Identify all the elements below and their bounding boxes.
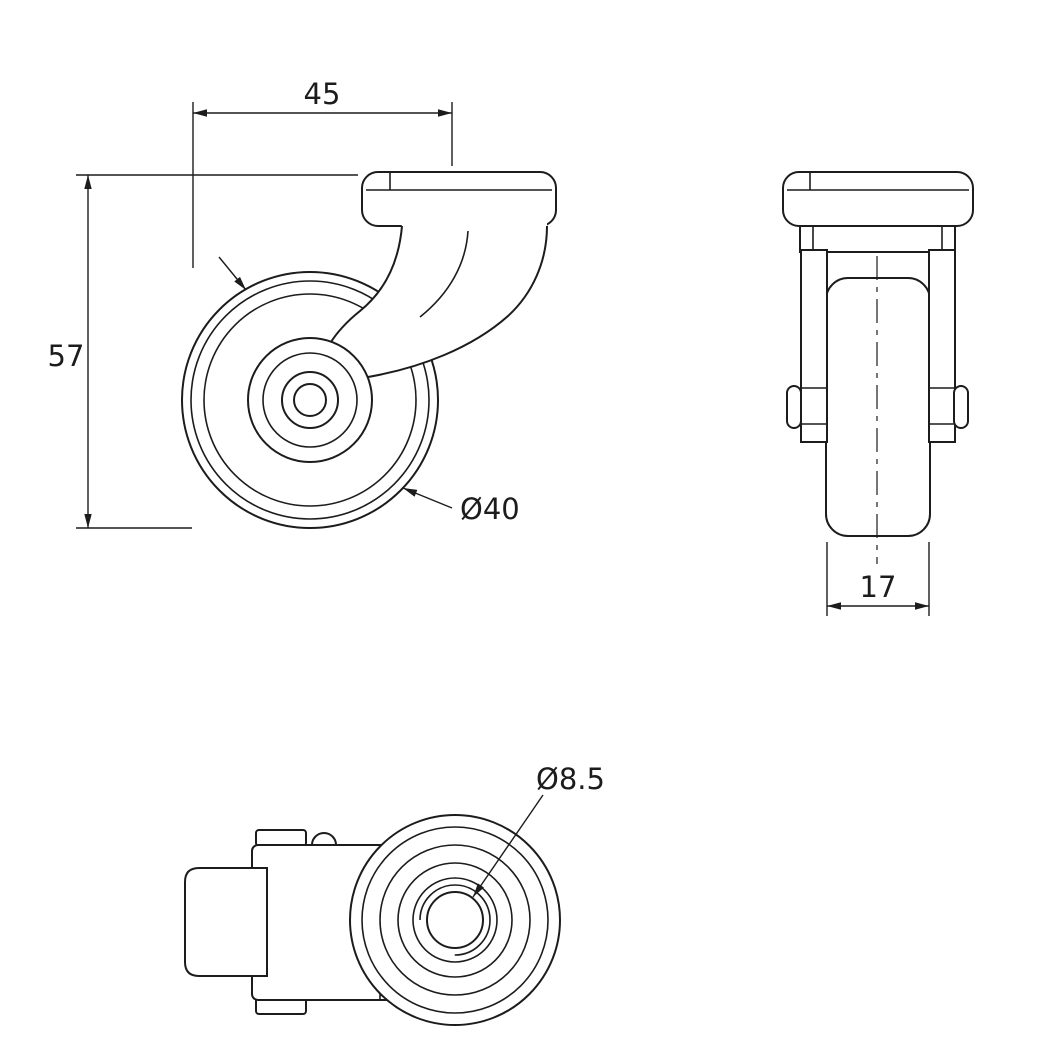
wheel-rim-circle	[203, 293, 417, 507]
front-view: 17	[782, 171, 974, 616]
stem-cylinder	[184, 867, 268, 977]
tread-leader-arrow	[218, 256, 247, 291]
axle-bolt-right	[953, 385, 969, 429]
top-width-label: 45	[304, 77, 341, 111]
axle-hole-circle	[293, 383, 327, 417]
swivel-outer-circle	[349, 814, 561, 1026]
hole-diameter-label: Ø8.5	[536, 762, 605, 796]
fork-right-edge	[367, 225, 548, 378]
housing-tab-top	[255, 829, 307, 847]
wheel-tread-circle	[190, 280, 430, 520]
bottom-view: Ø8.5	[184, 762, 605, 1026]
wheel-diameter-label: Ø40	[460, 492, 520, 526]
fork-contour-line	[419, 230, 469, 318]
overall-height-label: 57	[48, 339, 85, 373]
fork-leg-right	[928, 249, 956, 443]
bolt-hole-circle	[426, 891, 484, 949]
dimension-overall-height: 57	[48, 174, 358, 529]
axle-bolt-left	[786, 385, 802, 429]
thread-arc	[419, 884, 491, 956]
axle-circle	[281, 371, 339, 429]
fork-leg-left	[800, 249, 828, 443]
wheel-width-label: 17	[860, 570, 897, 604]
dimension-wheel-width: 17	[826, 542, 930, 616]
wheel-diameter-leader	[402, 487, 453, 509]
side-view: Ø40 45 57	[48, 77, 557, 529]
hole-diameter-leader	[472, 794, 544, 898]
housing-bump	[311, 832, 337, 846]
swivel-ring-circle	[412, 877, 498, 963]
wheel-outer-circle	[181, 271, 439, 529]
hub-boss-circle	[247, 337, 373, 463]
swivel-ring-circle	[379, 844, 531, 996]
wheel-diameter-callout: Ø40	[402, 487, 520, 526]
front-swivel-plate	[782, 171, 974, 227]
dimension-top-width: 45	[192, 77, 453, 268]
front-neck	[799, 225, 956, 253]
swivel-ring-circle	[361, 826, 549, 1014]
fork-left-edge	[330, 225, 403, 343]
hole-diameter-callout: Ø8.5	[472, 762, 605, 898]
hub-step-circle	[262, 352, 358, 448]
swivel-ring-circle	[397, 862, 513, 978]
swivel-plate	[361, 171, 557, 227]
front-wheel	[825, 277, 931, 537]
